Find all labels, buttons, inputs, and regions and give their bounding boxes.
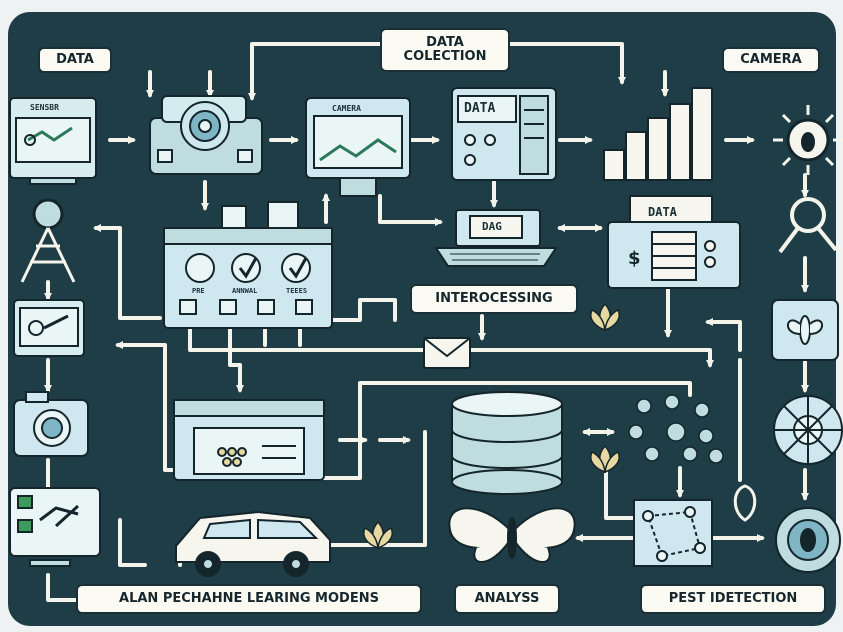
label-panel-pre: PRE (192, 287, 205, 295)
label-interprocessing-text: INTEROCESSING (435, 291, 553, 307)
line-mid-loop (298, 381, 692, 480)
network-map-icon (633, 499, 713, 567)
camera-screen-icon (305, 97, 411, 197)
beetle-wheel-icon (775, 507, 841, 573)
lotus-icon (590, 302, 620, 332)
envelope-icon (423, 337, 471, 369)
camera-icon (13, 391, 89, 457)
label-analysis: ANALYSS (454, 584, 560, 614)
processing-panel-icon (163, 201, 333, 329)
tablet-icon (9, 487, 101, 567)
label-analysis-text: ANALYSS (474, 591, 540, 607)
label-data-server: DATA (464, 101, 496, 116)
line-car-loop (118, 518, 147, 567)
butterfly-icon (448, 507, 576, 563)
bug-sun-icon (773, 105, 843, 175)
line-panel-loop-left (93, 224, 162, 320)
line-lotus-down (604, 470, 634, 520)
label-data-collection-line1: DATA (426, 35, 464, 51)
arrow-collection-left (248, 42, 382, 101)
label-panel-annual: ANNWAL (232, 287, 258, 295)
arrow-collection-right (508, 42, 626, 85)
label-sensor: SENSBR (30, 103, 59, 112)
label-ml-models: ALAN PECHAHNE LEARING MODENS (76, 584, 422, 614)
radar-wheel-icon (773, 395, 843, 465)
label-ml-models-text: ALAN PECHAHNE LEARING MODENS (119, 591, 379, 607)
label-data-collection-line2: COLECTION (403, 49, 487, 64)
bar-growth-icon (603, 87, 713, 181)
label-dag-laptop: DAG (482, 220, 502, 233)
svg-text:$: $ (628, 248, 641, 269)
label-camera-screen: CAMERA (332, 104, 361, 113)
truck-icon (173, 399, 325, 481)
label-data: DATA (38, 47, 112, 73)
label-pest-detection-text: PEST IDETECTION (668, 591, 798, 607)
surveillance-camera-icon (149, 95, 263, 175)
lotus-icon-2 (590, 444, 620, 474)
magnifier-icon (778, 197, 838, 254)
pest-scatter-icon (628, 394, 724, 464)
label-data-register: DATA (648, 205, 677, 219)
line-panel-bus-2 (228, 328, 244, 393)
line-ml-bottom (46, 573, 77, 602)
cash-register-icon: $ (607, 195, 741, 289)
label-data-text: DATA (56, 52, 94, 68)
line-panel-loop-right (328, 298, 397, 322)
label-camera-top: CAMERA (722, 47, 820, 73)
label-pest-detection: PEST IDETECTION (640, 584, 826, 614)
arrow-loop-right (705, 318, 742, 352)
label-camera-top-text: CAMERA (740, 52, 802, 68)
label-panel-trees: TEEES (286, 287, 308, 295)
shield-bug-icon (733, 484, 757, 522)
arrow-screen-to-laptop (378, 194, 443, 226)
monitor-chart-icon (13, 299, 85, 357)
data-server-icon (451, 87, 557, 181)
sensor-monitor-icon (9, 97, 97, 185)
mosquito-icon (771, 299, 839, 361)
lotus-icon-3 (363, 520, 393, 550)
label-interprocessing: INTEROCESSING (410, 284, 578, 314)
label-data-collection: DATA COLECTION (380, 28, 510, 72)
laptop-icon (434, 209, 558, 267)
weather-tower-icon (20, 198, 76, 283)
database-icon (451, 391, 563, 495)
car-icon (175, 510, 331, 577)
